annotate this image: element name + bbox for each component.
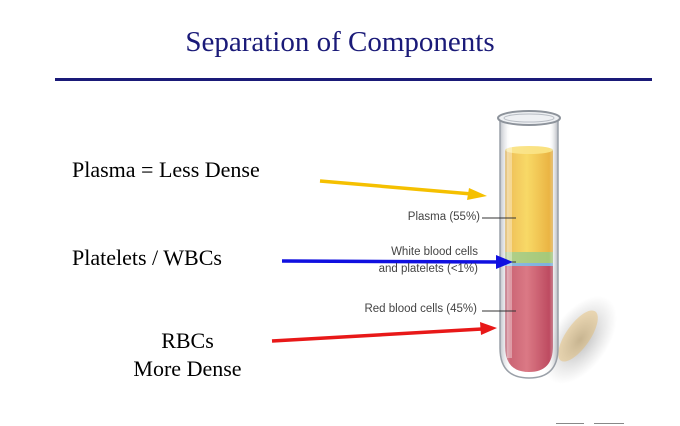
platelets-label: Platelets / WBCs: [72, 245, 222, 270]
nav-mark-right: [594, 423, 624, 424]
tube-glass: [499, 117, 559, 379]
title-divider: [55, 78, 652, 81]
tube-label-plasma: Plasma (55%): [407, 211, 480, 223]
platelets-arrowhead: [496, 255, 513, 269]
plasma-label: Plasma = Less Dense: [72, 157, 260, 182]
rbcs-arrow-shaft: [271, 327, 483, 343]
slide-title: Separation of Components: [185, 26, 495, 58]
plasma-arrow-shaft: [319, 179, 473, 196]
tube-rim: [497, 110, 561, 126]
tube-shadow-tint: [558, 310, 598, 362]
tube-highlight: [507, 128, 512, 358]
tube-label-rbc: Red blood cells (45%): [364, 303, 477, 315]
tube-shadow: [543, 296, 617, 384]
tube-label-wbc-line1: White blood cells: [391, 246, 478, 258]
rbcs-label-line2: More Dense: [133, 356, 242, 381]
nav-mark-left: [556, 423, 584, 424]
plasma-arrowhead: [467, 188, 487, 200]
platelets-arrow-shaft: [281, 259, 499, 264]
tube-label-wbc-line2: and platelets (<1%): [378, 263, 478, 275]
rbcs-label: RBCs More Dense: [115, 327, 260, 383]
tube-rim-inner: [503, 113, 555, 123]
rbcs-arrowhead: [480, 322, 497, 335]
rbcs-label-line1: RBCs: [161, 328, 214, 353]
